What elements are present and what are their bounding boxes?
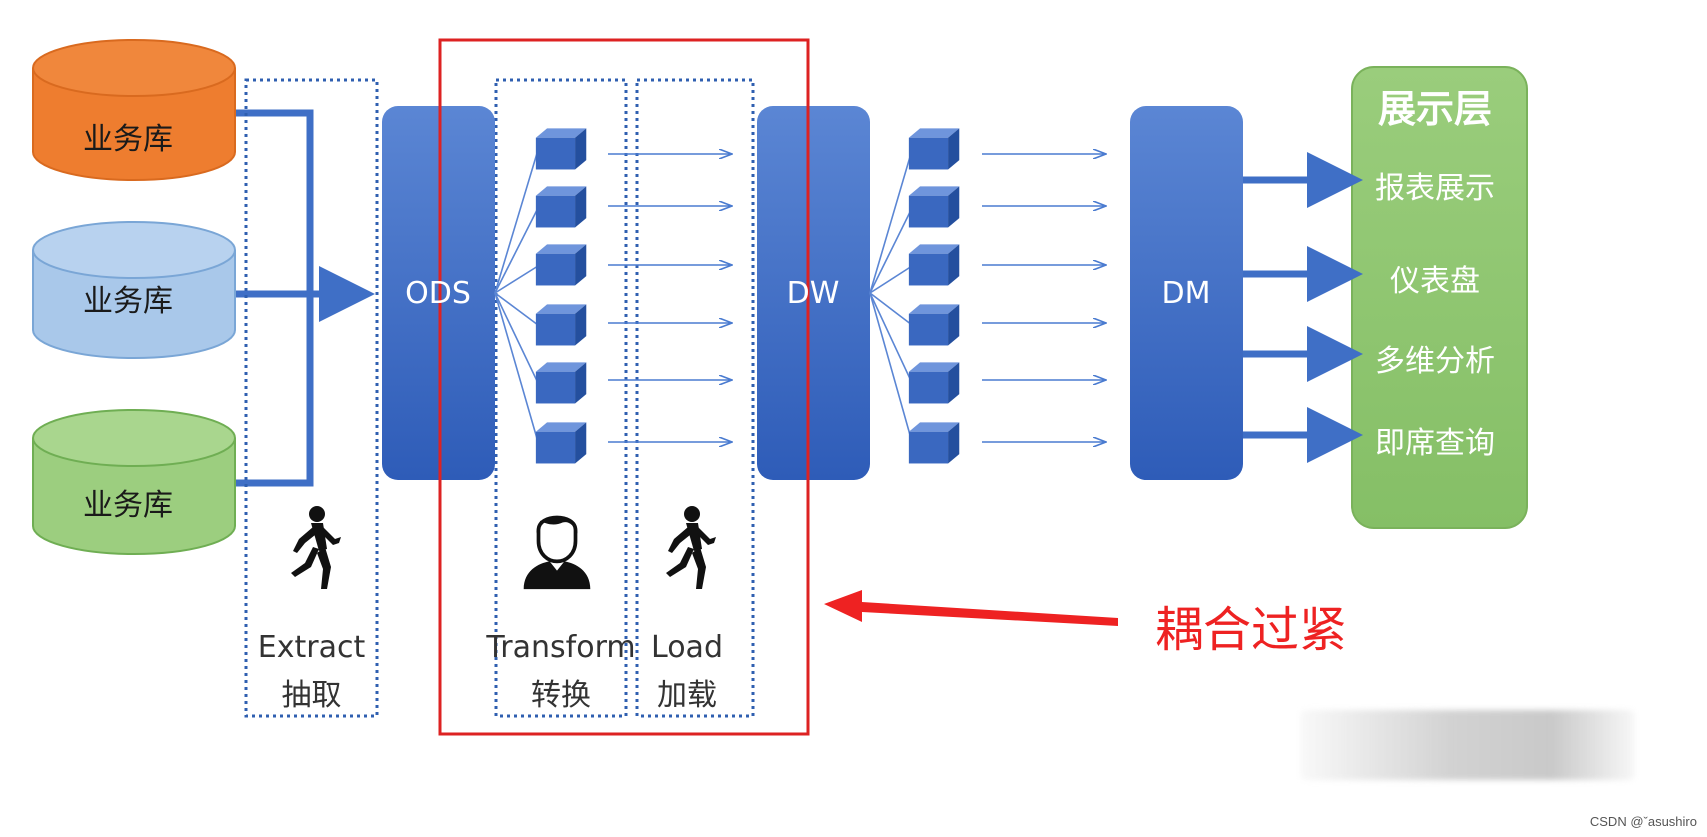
transform-cubes xyxy=(535,128,587,464)
cube-icon xyxy=(908,422,960,464)
cube-icon xyxy=(908,304,960,346)
cube-icon xyxy=(535,422,587,464)
blurred-patch xyxy=(1300,710,1635,780)
watermark: CSDN @ˇasushiro xyxy=(1589,814,1697,829)
ods-fanout-lines xyxy=(494,149,539,443)
dm-box xyxy=(1130,106,1243,480)
extract-dotted-box xyxy=(244,78,379,718)
extract-connectors xyxy=(236,109,375,487)
source-db-2 xyxy=(32,221,236,359)
cube-icon xyxy=(908,186,960,228)
cube-icon xyxy=(535,244,587,286)
source-db-1 xyxy=(32,39,236,181)
cube-icon xyxy=(535,186,587,228)
coupling-arrow xyxy=(824,590,1118,626)
dw-box xyxy=(757,106,870,480)
load-dotted-box xyxy=(635,78,755,718)
presentation-box xyxy=(1351,66,1528,529)
coupling-highlight-box xyxy=(438,38,810,736)
dw-cubes xyxy=(908,128,960,464)
dm-arrows xyxy=(982,154,1106,442)
transform-dotted-box xyxy=(494,78,628,718)
cube-icon xyxy=(535,128,587,170)
source-db-3 xyxy=(32,409,236,555)
load-arrows xyxy=(608,154,732,442)
cube-icon xyxy=(908,362,960,404)
cube-icon xyxy=(535,304,587,346)
cube-icon xyxy=(908,128,960,170)
runner-icon xyxy=(291,506,341,589)
dw-fanout-lines xyxy=(869,149,913,443)
presentation-arrows xyxy=(1243,152,1363,463)
person-icon xyxy=(521,514,593,590)
cube-icon xyxy=(535,362,587,404)
runner-icon xyxy=(666,506,716,589)
cube-icon xyxy=(908,244,960,286)
